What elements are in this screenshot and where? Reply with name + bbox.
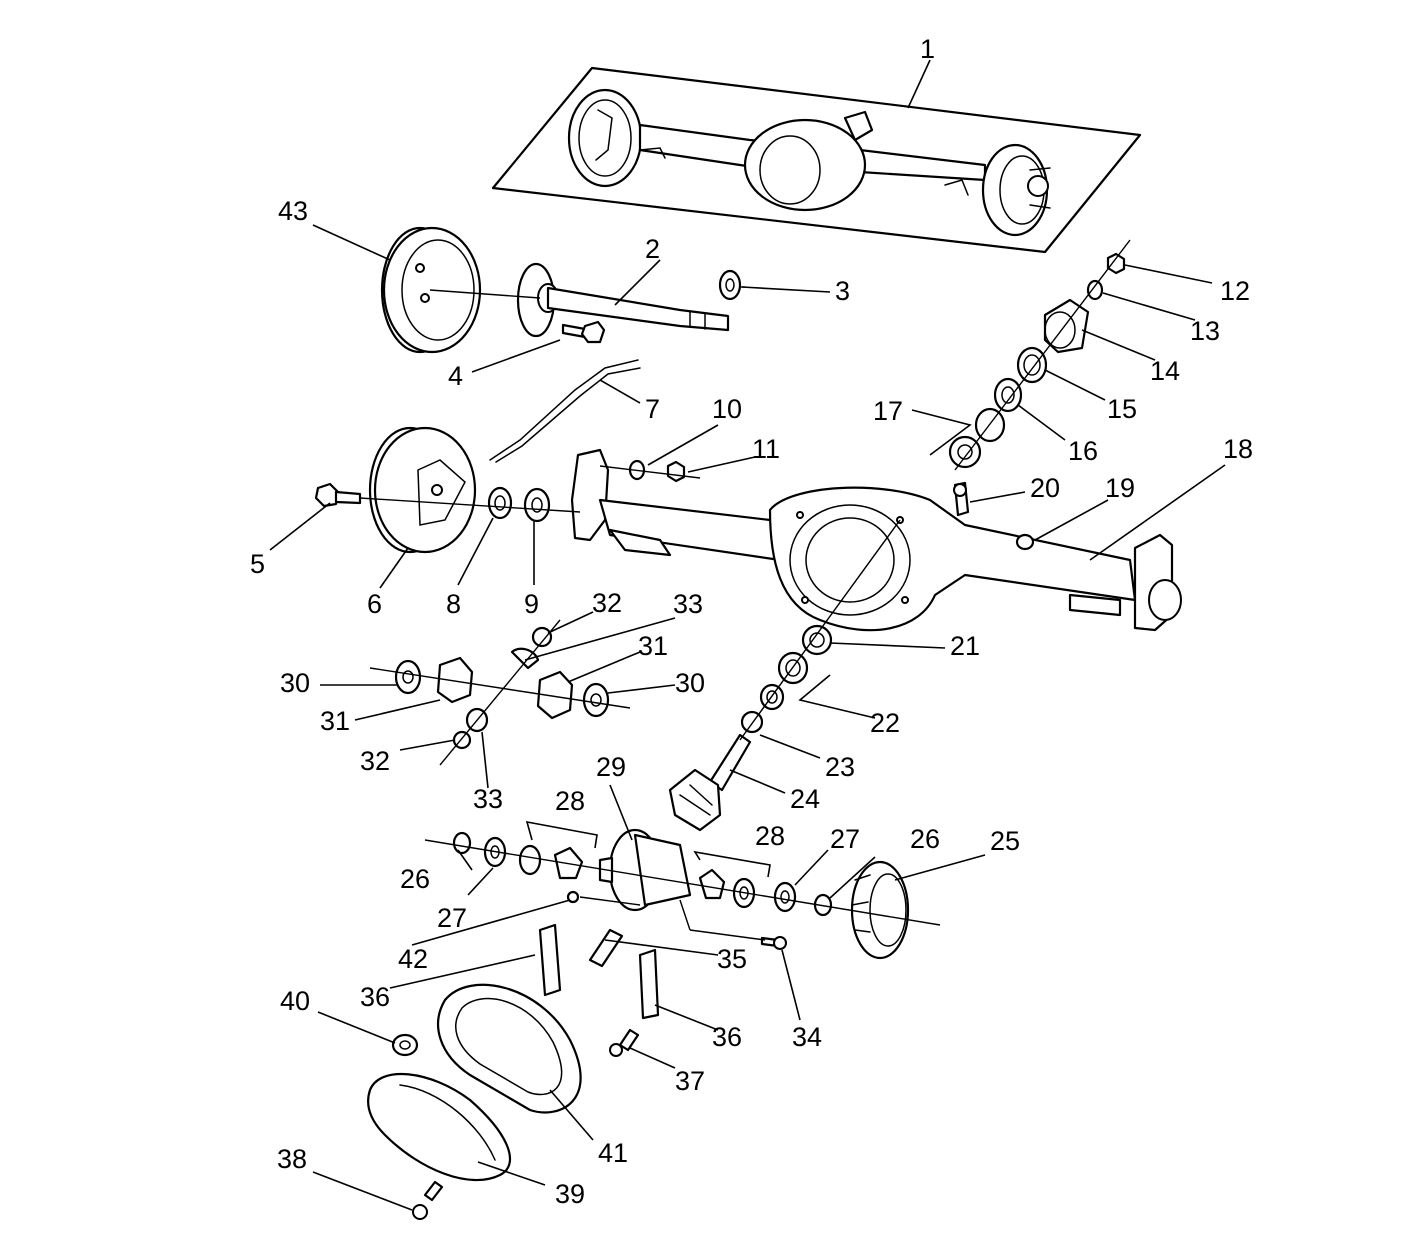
cover-bolt	[609, 1028, 640, 1057]
pinion-gear-upper	[531, 626, 553, 648]
vent-nut	[666, 460, 686, 483]
differential-side-gear-right	[536, 670, 574, 720]
callout-43: 43	[278, 196, 308, 226]
wheel-bolt	[561, 320, 606, 344]
callout-13: 13	[1190, 316, 1220, 346]
callout-31-left: 31	[320, 706, 350, 736]
abs-sensor-wire	[489, 359, 641, 463]
drive-pinion-gear	[668, 733, 752, 832]
thrust-washer-left	[394, 659, 422, 695]
callout-41: 41	[598, 1138, 628, 1168]
outer-pinion-bearing	[993, 377, 1023, 413]
callout-10: 10	[712, 394, 742, 424]
pinion-flange	[1043, 298, 1090, 354]
callout-30-right: 30	[675, 668, 705, 698]
callout-34: 34	[792, 1022, 822, 1052]
pinion-nut	[1106, 252, 1126, 275]
backing-plate-bolt	[314, 482, 362, 508]
callout-26-right: 26	[910, 824, 940, 854]
side-bearing-left	[518, 844, 584, 880]
callout-11: 11	[752, 434, 780, 464]
callout-33-lower: 33	[473, 784, 503, 814]
cover-plug	[391, 1033, 419, 1057]
callout-1: 1	[920, 34, 935, 64]
leader-lines	[269, 59, 1226, 1211]
callout-8: 8	[446, 589, 461, 619]
callout-25: 25	[990, 826, 1020, 856]
callout-35: 35	[717, 944, 747, 974]
case-bolt	[566, 890, 580, 904]
bearing-cap-right	[638, 948, 660, 1020]
callout-22: 22	[870, 708, 900, 738]
inner-pinion-bearing	[801, 624, 833, 656]
callout-20: 20	[1030, 473, 1060, 503]
callout-27-right: 27	[830, 824, 860, 854]
callout-29: 29	[596, 752, 626, 782]
pinion-washer	[1086, 279, 1104, 301]
ring-gear	[850, 860, 910, 960]
callout-40: 40	[280, 986, 310, 1016]
callout-labels: 1 2 3 4 5 6 7 8 9 10 11 12 13 14 15 16 1…	[250, 34, 1253, 1209]
callout-4: 4	[448, 361, 463, 391]
callout-23: 23	[825, 752, 855, 782]
callout-19: 19	[1105, 473, 1135, 503]
callout-16: 16	[1068, 436, 1098, 466]
callout-32-upper: 32	[592, 588, 622, 618]
vent-fitting	[953, 481, 970, 517]
callout-9: 9	[524, 589, 539, 619]
pinion-shaft	[588, 928, 624, 968]
axle-seal	[718, 269, 742, 301]
axle-housing	[570, 448, 1182, 632]
axle-bearing	[487, 486, 513, 520]
bearing-cap-left	[538, 923, 562, 997]
callout-18: 18	[1223, 434, 1253, 464]
axle-assembly-inset	[491, 66, 1142, 254]
fill-plug	[1015, 533, 1035, 551]
callout-2: 2	[645, 234, 660, 264]
cover-gasket	[437, 983, 582, 1114]
thrust-washer-right	[582, 682, 610, 718]
brake-backing-plate	[368, 426, 477, 554]
callout-15: 15	[1107, 394, 1137, 424]
callout-30-left: 30	[280, 668, 310, 698]
callout-36-left: 36	[360, 982, 390, 1012]
cover-bolt-lower	[412, 1180, 444, 1220]
callout-12: 12	[1220, 276, 1250, 306]
callout-6: 6	[367, 589, 382, 619]
pinion-bearing-set	[948, 407, 1006, 469]
callout-24: 24	[790, 784, 820, 814]
side-bearing-cup-right	[773, 881, 797, 913]
callout-27-left: 27	[437, 903, 467, 933]
callout-14: 14	[1150, 356, 1180, 386]
callout-3: 3	[835, 276, 850, 306]
axle-shaft	[516, 262, 730, 338]
callout-32-lower: 32	[360, 746, 390, 776]
differential-cover	[367, 1072, 512, 1182]
brake-drum	[380, 226, 482, 354]
callout-36-right: 36	[712, 1022, 742, 1052]
side-bearing-shim-left	[452, 831, 472, 855]
pinion-seal	[1016, 346, 1048, 384]
callout-5: 5	[250, 549, 265, 579]
callout-21: 21	[950, 631, 980, 661]
callout-7: 7	[645, 394, 660, 424]
differential-side-gear-left	[436, 656, 474, 704]
callout-33-upper: 33	[673, 589, 703, 619]
callout-26-left: 26	[400, 864, 430, 894]
callout-37: 37	[675, 1066, 705, 1096]
pinion-shaft-lock-bolt	[760, 936, 787, 950]
differential-case	[598, 828, 692, 912]
callout-28-left: 28	[555, 786, 585, 816]
callout-39: 39	[555, 1179, 585, 1209]
callout-42: 42	[398, 944, 428, 974]
side-bearing-right	[698, 868, 756, 909]
callout-31-right: 31	[638, 631, 668, 661]
callout-17: 17	[873, 396, 903, 426]
callout-38: 38	[277, 1144, 307, 1174]
axle-inner-seal	[523, 487, 551, 523]
callout-28-right: 28	[755, 821, 785, 851]
